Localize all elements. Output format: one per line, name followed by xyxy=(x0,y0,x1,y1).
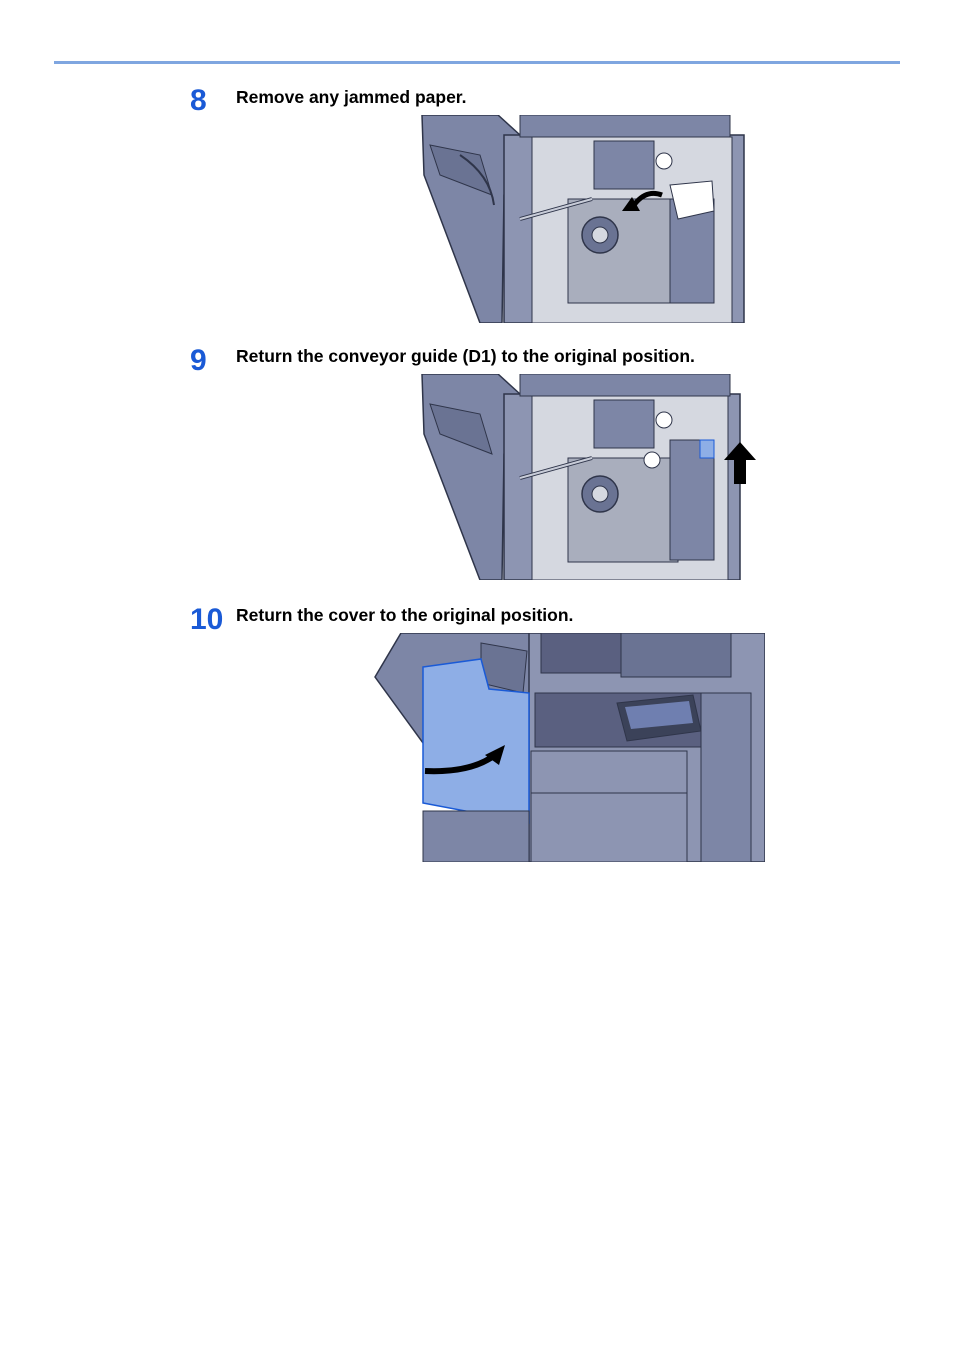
step-10-instruction: Return the cover to the original positio… xyxy=(236,605,574,625)
step-8-instruction: Remove any jammed paper. xyxy=(236,87,467,107)
step-9-illustration xyxy=(420,374,758,580)
up-arrow-icon xyxy=(724,442,756,484)
step-9-instruction: Return the conveyor guide (D1) to the or… xyxy=(236,346,695,366)
step-8-number: 8 xyxy=(190,84,207,117)
step-10-illustration xyxy=(371,633,765,862)
curved-arrow-icon xyxy=(424,745,505,775)
step-10-number: 10 xyxy=(190,603,224,636)
step-8-illustration xyxy=(420,115,758,323)
curved-arrow-icon xyxy=(622,190,663,211)
header-rule xyxy=(54,61,900,64)
step-9-number: 9 xyxy=(190,344,207,377)
